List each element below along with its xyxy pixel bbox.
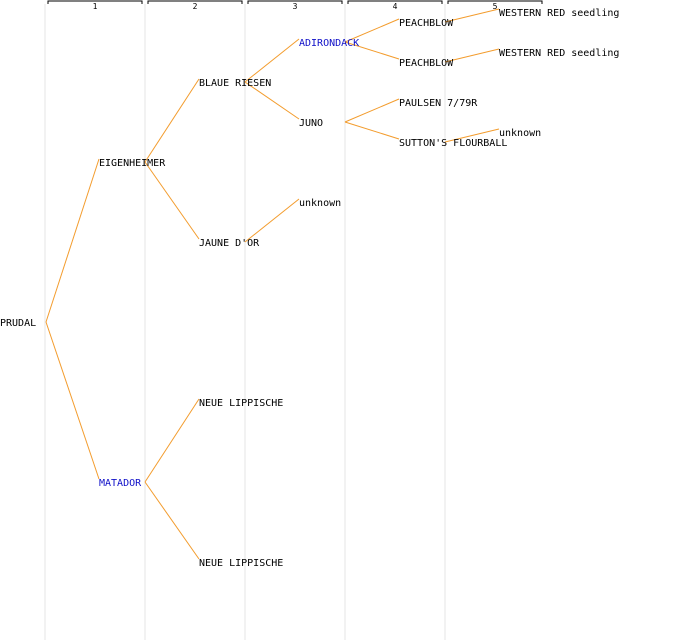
generation-number: 4: [393, 2, 398, 11]
connector-n11-n15: [444, 48, 500, 63]
pedigree-node-n0: PRUDAL: [0, 318, 36, 329]
connector-n8-n12: [344, 98, 400, 123]
pedigree-node-n16: unknown: [499, 128, 541, 139]
connector-n10-n14: [444, 8, 500, 23]
generation-number: 2: [193, 2, 198, 11]
connector-n8-n13: [344, 121, 400, 140]
pedigree-node-n2[interactable]: MATADOR: [99, 478, 142, 489]
generation-bracket: [447, 0, 543, 4]
pedigree-node-n15: WESTERN RED seedling: [499, 48, 619, 59]
connector-n2-n5: [144, 398, 200, 483]
connector-n3-n8: [244, 81, 300, 120]
pedigree-node-n1: EIGENHEIMER: [99, 158, 166, 169]
pedigree-node-n11: PEACHBLOW: [399, 58, 454, 69]
generation-header-2: 2: [147, 0, 243, 11]
connector-n0-n2: [45, 321, 100, 480]
generation-bracket: [47, 0, 143, 4]
pedigree-node-n12: PAULSEN 7/79R: [399, 98, 478, 109]
connector-n1-n3: [144, 78, 200, 163]
connector-n2-n6: [144, 481, 200, 560]
connector-n7-n10: [344, 18, 400, 43]
pedigree-node-n13: SUTTON'S FLOURBALL: [399, 138, 507, 149]
pedigree-node-n6: NEUE LIPPISCHE: [199, 558, 283, 569]
pedigree-node-n10: PEACHBLOW: [399, 18, 454, 29]
pedigree-node-n3: BLAUE RIESEN: [199, 78, 271, 89]
connector-n7-n11: [344, 41, 400, 60]
generation-header-1: 1: [47, 0, 143, 11]
pedigree-nodes: PRUDAL EIGENHEIMER MATADOR BLAUE RIESEN JAUN…: [0, 8, 619, 569]
generation-header: 1 2 3 4 5: [47, 0, 543, 11]
generation-bracket: [247, 0, 343, 4]
pedigree-connectors: [45, 8, 500, 560]
generation-header-3: 3: [247, 0, 343, 11]
generation-number: 5: [493, 2, 498, 11]
connector-n3-n7: [244, 38, 300, 83]
connector-n4-n9: [244, 198, 300, 243]
generation-header-4: 4: [347, 0, 443, 11]
pedigree-node-n9: unknown: [299, 198, 341, 209]
connector-n0-n1: [45, 158, 100, 323]
generation-number: 1: [93, 2, 98, 11]
generation-bracket: [347, 0, 443, 4]
generation-number: 3: [293, 2, 298, 11]
pedigree-node-n4: JAUNE D'OR: [199, 238, 260, 249]
connector-n13-n16: [444, 128, 500, 143]
generation-columns: [44, 4, 446, 640]
pedigree-node-n5: NEUE LIPPISCHE: [199, 398, 283, 409]
pedigree-node-n7[interactable]: ADIRONDACK: [299, 38, 359, 49]
generation-header-5: 5: [447, 0, 543, 11]
generation-bracket: [147, 0, 243, 4]
pedigree-node-n14: WESTERN RED seedling: [499, 8, 619, 19]
pedigree-node-n8: JUNO: [299, 118, 323, 129]
connector-n1-n4: [144, 161, 200, 240]
